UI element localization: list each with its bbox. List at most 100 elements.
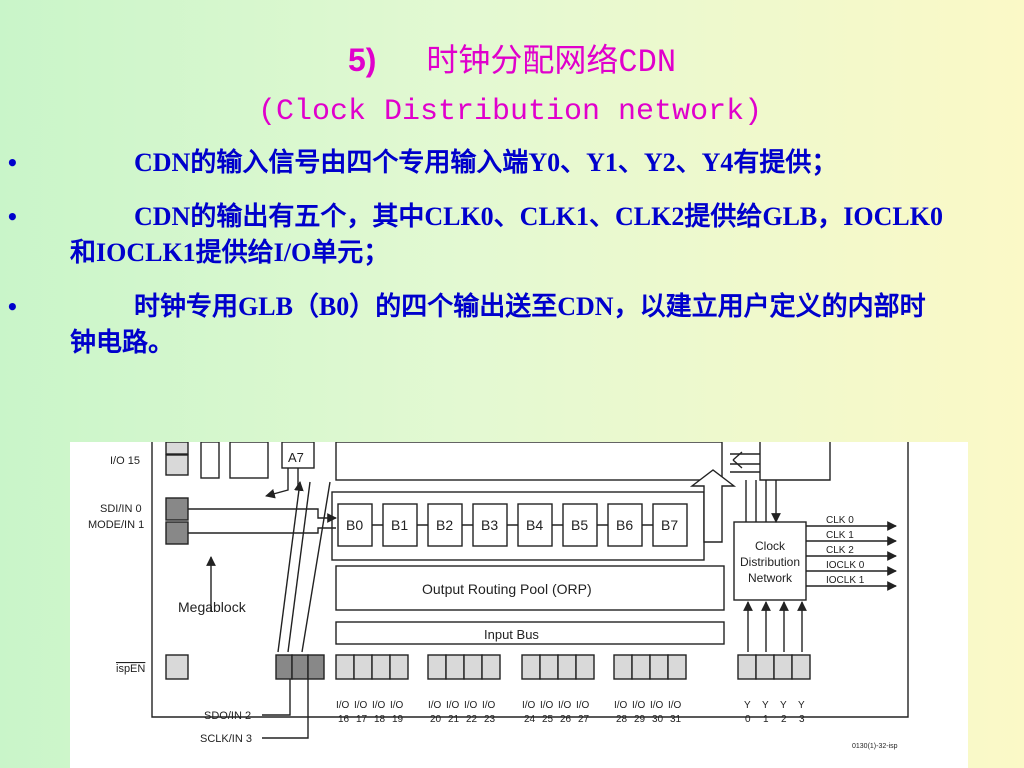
glb-b4-label: B4: [526, 517, 543, 533]
y-label-num: 0: [745, 714, 751, 725]
bullet-marker: •: [6, 295, 19, 319]
io-label-top: I/O: [668, 700, 682, 711]
block-diagram-svg: I/O 15 SDI/IN 0 MODE/IN 1 ispEN A7 Megab…: [88, 442, 909, 750]
bullet-item: • CDN的输入信号由四个专用输入端Y0、Y1、Y2、Y4有提供；: [6, 145, 950, 181]
bullet-marker: •: [6, 151, 19, 175]
y-label-num: 1: [763, 714, 769, 725]
top-glb-array: [335, 442, 723, 481]
io-label-top: I/O: [428, 700, 442, 711]
io-label-top: I/O: [390, 700, 404, 711]
io-cells-28-31: [613, 654, 687, 680]
cdn-label-line2: Distribution: [740, 555, 800, 569]
sclk-label: SCLK/IN 3: [200, 733, 252, 745]
io-label-num: 30: [652, 714, 664, 725]
orp-label: Output Routing Pool (ORP): [422, 581, 592, 597]
io-label-num: 18: [374, 714, 386, 725]
io-labels-28-31: I/O I/O I/O I/O 28 29 30 31: [614, 700, 682, 725]
io-label-num: 17: [356, 714, 368, 725]
io-label-top: I/O: [614, 700, 628, 711]
sdi-label: SDI/IN 0: [100, 503, 142, 515]
ispen-pin: [165, 654, 189, 680]
input-bus-label: Input Bus: [484, 627, 539, 642]
io-label-num: 19: [392, 714, 404, 725]
y-label-top: Y: [780, 700, 787, 711]
io-label-top: I/O: [632, 700, 646, 711]
bullet-item: • CDN的输出有五个，其中CLK0、CLK1、CLK2提供给GLB，IOCLK…: [6, 199, 950, 271]
io-labels-20-23: I/O I/O I/O I/O 20 21 22 23: [428, 700, 496, 725]
io-label-num: 31: [670, 714, 682, 725]
y-pin-labels: Y Y Y Y 0 1 2 3: [744, 700, 805, 725]
title-number: 5): [347, 42, 377, 78]
io-cells-16-19: [335, 654, 409, 680]
io-cells-20-23: [427, 654, 501, 680]
sdo-label: SDO/IN 2: [204, 710, 251, 722]
io15-pin-top: [165, 442, 189, 455]
glb-b2-label: B2: [436, 517, 453, 533]
ioclk0-label: IOCLK 0: [826, 560, 865, 571]
orp-block: [335, 565, 725, 611]
io-label-top: I/O: [522, 700, 536, 711]
io-label-num: 28: [616, 714, 628, 725]
io-label-num: 21: [448, 714, 460, 725]
io-label-num: 24: [524, 714, 536, 725]
clk2-label: CLK 2: [826, 545, 854, 556]
io-label-top: I/O: [354, 700, 368, 711]
mode-pin: [165, 521, 189, 545]
glb-b7-label: B7: [661, 517, 678, 533]
io-label-num: 16: [338, 714, 350, 725]
top-block-1: [200, 442, 220, 479]
sdi-pin: [165, 497, 189, 521]
io-cells-24-27: [521, 654, 595, 680]
top-block-2: [229, 442, 269, 479]
clk1-label: CLK 1: [826, 530, 854, 541]
glb-b0-label: B0: [346, 517, 363, 533]
io-label-num: 23: [484, 714, 496, 725]
bullet-text: CDN的输出有五个，其中CLK0、CLK1、CLK2提供给GLB，IOCLK0和…: [70, 202, 943, 267]
megablock-label: Megablock: [178, 599, 247, 615]
y-label-top: Y: [744, 700, 751, 711]
title-abbrev: CDN: [618, 44, 677, 81]
y-label-num: 3: [799, 714, 805, 725]
glb-b5-label: B5: [571, 517, 588, 533]
slide-subtitle: (Clock Distribution network): [258, 95, 763, 129]
io-label-num: 25: [542, 714, 554, 725]
io15-pin: [165, 454, 189, 476]
io-label-num: 29: [634, 714, 646, 725]
clk0-label: CLK 0: [826, 515, 854, 526]
y-label-num: 2: [781, 714, 787, 725]
figure-code: 0130(1)-32-isp: [852, 743, 898, 750]
io-label-top: I/O: [482, 700, 496, 711]
bullet-list: • CDN的输入信号由四个专用输入端Y0、Y1、Y2、Y4有提供； • CDN的…: [6, 145, 950, 379]
ioclk1-label: IOCLK 1: [826, 575, 865, 586]
io-label-num: 26: [560, 714, 572, 725]
io-label-num: 20: [430, 714, 442, 725]
glb-b3-label: B3: [481, 517, 498, 533]
io-label-top: I/O: [558, 700, 572, 711]
io-label-top: I/O: [446, 700, 460, 711]
glb-b6-label: B6: [616, 517, 633, 533]
io-label-top: I/O: [372, 700, 386, 711]
io-label-top: I/O: [464, 700, 478, 711]
mode-label: MODE/IN 1: [88, 519, 144, 531]
bullet-item: • 时钟专用GLB（B0）的四个输出送至CDN，以建立用户定义的内部时钟电路。: [6, 289, 950, 361]
io-labels-16-19: I/O I/O I/O I/O 16 17 18 19: [336, 700, 404, 725]
cdn-label-line1: Clock: [755, 539, 786, 553]
ispen-label: ispEN: [116, 663, 145, 675]
bullet-text: CDN的输入信号由四个专用输入端Y0、Y1、Y2、Y4有提供；: [134, 148, 838, 177]
glb-b1-label: B1: [391, 517, 408, 533]
y-pin-cells: [737, 654, 811, 680]
io15-label: I/O 15: [110, 455, 140, 467]
y-label-top: Y: [762, 700, 769, 711]
io-label-num: 27: [578, 714, 590, 725]
block-diagram: I/O 15 SDI/IN 0 MODE/IN 1 ispEN A7 Megab…: [70, 442, 968, 768]
io-label-top: I/O: [576, 700, 590, 711]
device-frame: [151, 442, 909, 718]
y-label-top: Y: [798, 700, 805, 711]
a7-label: A7: [288, 450, 304, 465]
bullet-marker: •: [6, 205, 19, 229]
cdn-label-line3: Network: [748, 571, 793, 585]
io-label-num: 22: [466, 714, 478, 725]
io-labels-24-27: I/O I/O I/O I/O 24 25 26 27: [522, 700, 590, 725]
io-label-top: I/O: [650, 700, 664, 711]
bullet-text: 时钟专用GLB（B0）的四个输出送至CDN，以建立用户定义的内部时钟电路。: [70, 292, 926, 357]
